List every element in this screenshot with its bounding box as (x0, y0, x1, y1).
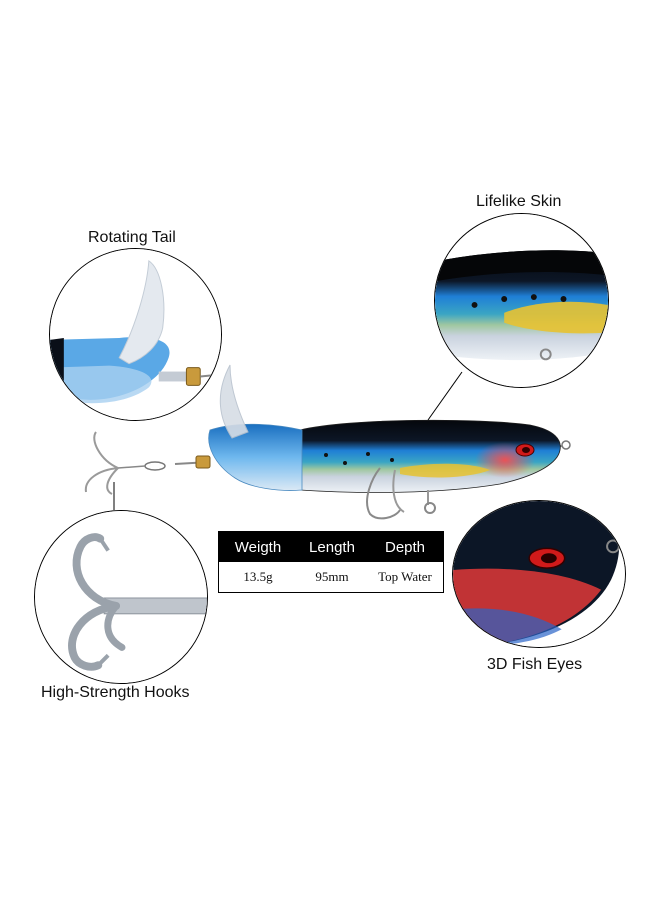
rotating-tail-label: Rotating Tail (88, 229, 176, 246)
spec-table-header: Weigth Length Depth (219, 532, 443, 562)
spec-table-row: 13.5g 95mm Top Water (219, 562, 443, 592)
spec-header-length: Length (309, 538, 355, 556)
spec-header-weight: Weigth (234, 538, 282, 556)
spec-header-depth: Depth (384, 538, 426, 556)
spec-value-length: 95mm (315, 569, 349, 584)
spec-value-weight: 13.5g (243, 569, 273, 584)
lifelike-skin-label: Lifelike Skin (476, 193, 562, 210)
fish-eyes-zoom (452, 500, 626, 648)
fish-eyes-label: 3D Fish Eyes (487, 656, 583, 673)
lifelike-skin-zoom (434, 213, 609, 388)
spec-table: Weigth Length Depth 13.5g 95mm Top Water (218, 531, 444, 593)
rotating-tail-zoom (49, 248, 222, 421)
hooks-label: High-Strength Hooks (41, 684, 190, 701)
spec-value-depth: Top Water (378, 569, 432, 584)
hooks-zoom (34, 510, 208, 684)
